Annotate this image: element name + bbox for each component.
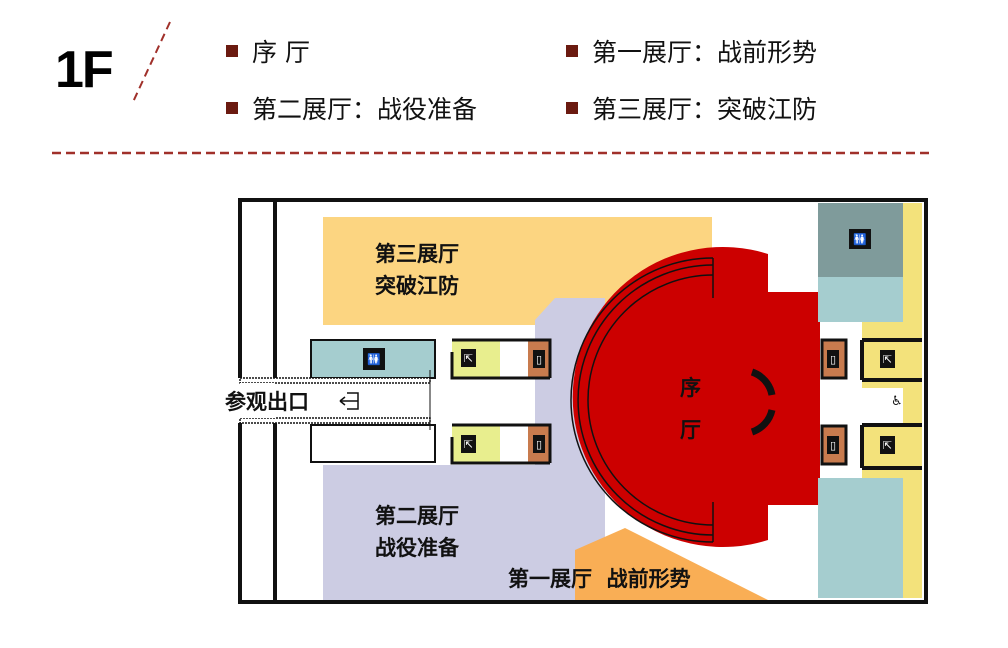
elevator-icon: ▯ (827, 436, 839, 454)
legend-item-hall2: 第二展厅：战役准备 (226, 90, 477, 126)
hall2-label: 第二展厅战役准备 (375, 504, 459, 560)
legend-item-hall1: 第一展厅：战前形势 (566, 33, 817, 69)
elevator-icon: ▯ (533, 435, 545, 453)
emergency-exit-icon: ⇱ (880, 350, 895, 368)
hall1-label: 第一展厅 战前形势 (508, 567, 691, 591)
outer-wall (238, 198, 928, 604)
hall1-area (575, 528, 768, 600)
visitor-exit-label: 参观出口 (225, 390, 309, 414)
hall2-area (323, 298, 605, 600)
elevator-icon: ▯ (827, 350, 839, 368)
prelude-arc (570, 257, 714, 543)
elevator-icon: ▯ (533, 350, 545, 368)
emergency-exit-icon: ⇱ (461, 435, 476, 453)
legend-item-prelude: 序 厅 (226, 33, 310, 69)
legend-label: 第三展厅：突破江防 (592, 95, 818, 124)
legend-label: 第二展厅：战役准备 (252, 95, 478, 124)
prelude-label: 序厅 (680, 376, 701, 442)
wheelchair-icon: ♿ (891, 394, 903, 409)
emergency-exit-icon: ⇱ (880, 436, 895, 454)
legend-label: 第一展厅：战前形势 (592, 38, 818, 67)
emergency-exit-icon: ⇱ (461, 349, 476, 367)
legend-item-hall3: 第三展厅：突破江防 (566, 90, 817, 126)
restroom-icon: 🚻 (849, 229, 871, 249)
floor-label: 1F (55, 41, 114, 99)
prelude-area (572, 247, 820, 547)
exit-arrow-icon (339, 392, 359, 410)
restroom-icon: 🚻 (363, 348, 385, 370)
hall3-label: 第三展厅突破江防 (375, 242, 459, 298)
legend-label: 序 厅 (252, 38, 310, 67)
stair-strip (903, 203, 922, 598)
slash-divider (132, 21, 171, 103)
